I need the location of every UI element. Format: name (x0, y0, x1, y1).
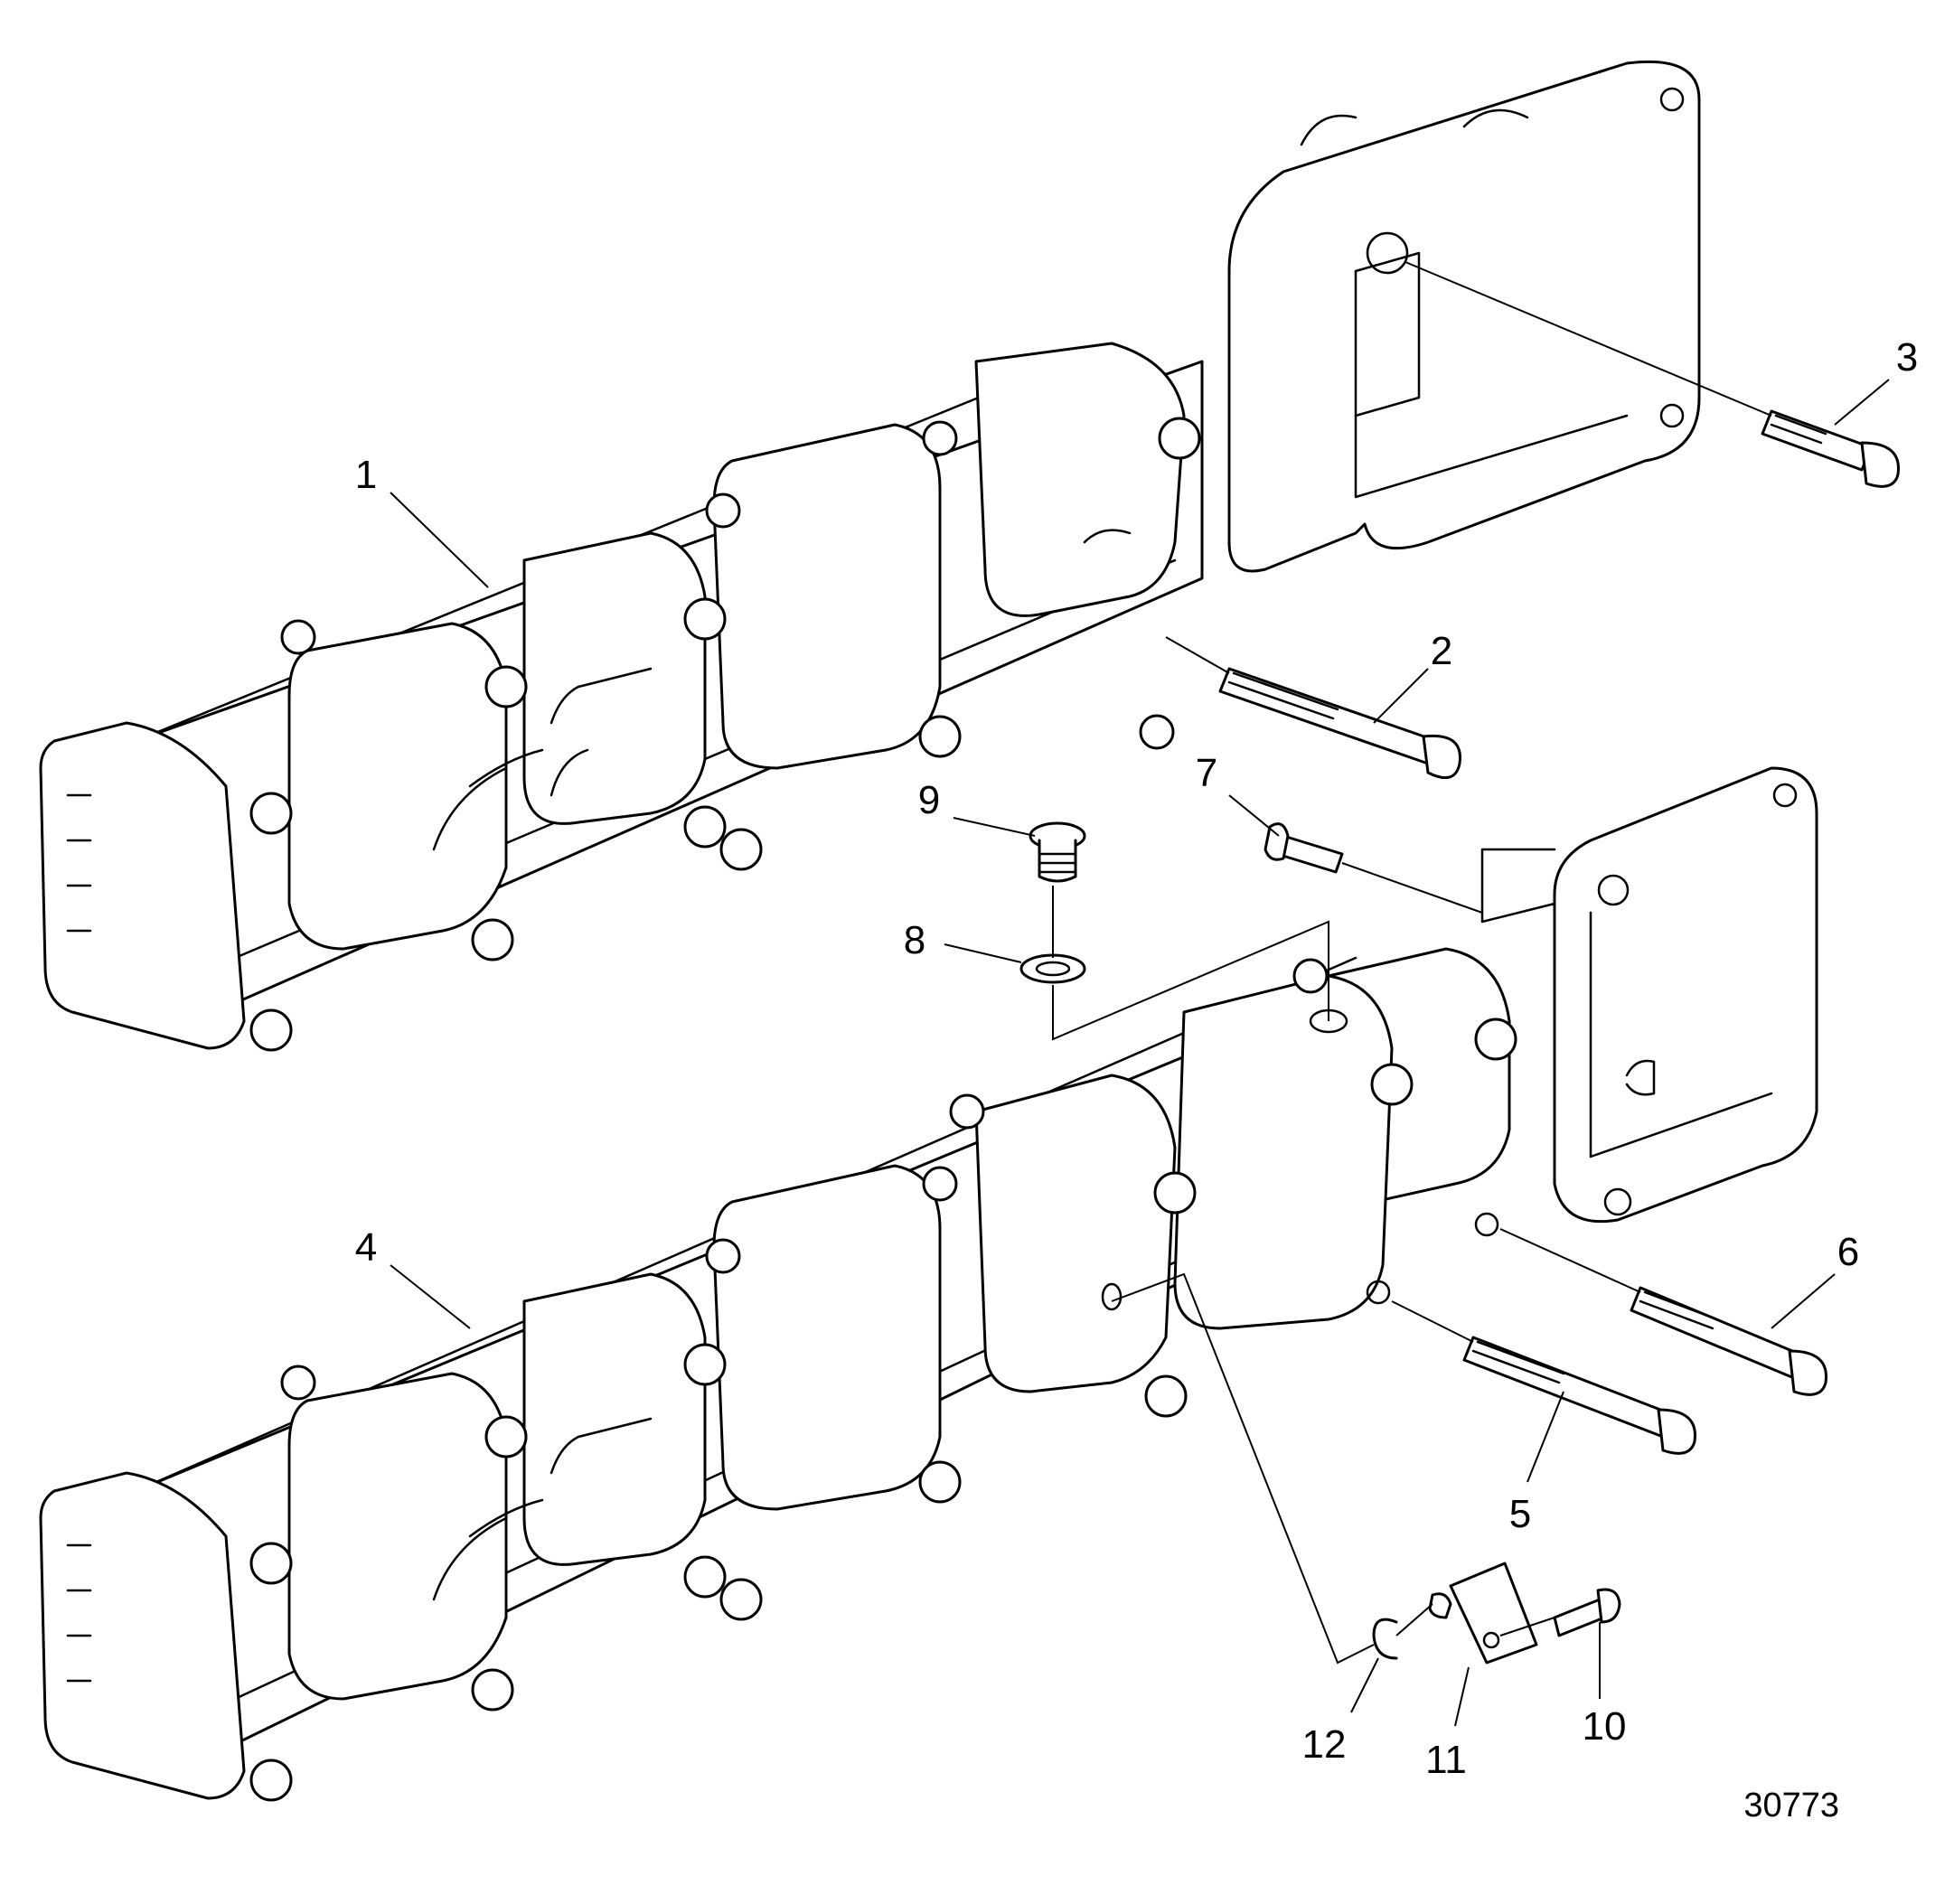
callout-3: 3 (1896, 335, 1918, 380)
callout-labels: 1 2 3 4 5 6 7 8 9 10 11 12 (355, 335, 1918, 1782)
lower-exhaust-manifold (39, 766, 1818, 1802)
callout-10: 10 (1583, 1704, 1627, 1749)
callout-9: 9 (918, 778, 940, 822)
washer-8 (1019, 953, 1086, 984)
bolt-7 (1264, 822, 1344, 874)
callout-4: 4 (355, 1225, 377, 1270)
plug-9 (1029, 821, 1086, 883)
callout-1: 1 (355, 453, 377, 497)
plate-11 (1428, 1562, 1538, 1665)
upper-exhaust-manifold (39, 60, 1701, 1052)
callout-6: 6 (1837, 1230, 1859, 1274)
bolt-10 (1553, 1588, 1621, 1637)
callout-8: 8 (904, 918, 925, 962)
figure-number: 30773 (1743, 1787, 1839, 1824)
callout-5: 5 (1509, 1492, 1531, 1536)
callout-7: 7 (1196, 751, 1217, 795)
bolt-6 (1630, 1286, 1827, 1396)
callout-2: 2 (1431, 629, 1452, 673)
bolt-5 (1462, 1336, 1696, 1455)
callout-11: 11 (1425, 1738, 1467, 1782)
ring-12 (1372, 1618, 1398, 1660)
callout-12: 12 (1302, 1722, 1347, 1767)
callout-leaders (390, 379, 1890, 1727)
assembly-lines (1052, 261, 1772, 1665)
bolt-2 (1218, 667, 1461, 780)
bolt-3 (1761, 409, 1900, 488)
